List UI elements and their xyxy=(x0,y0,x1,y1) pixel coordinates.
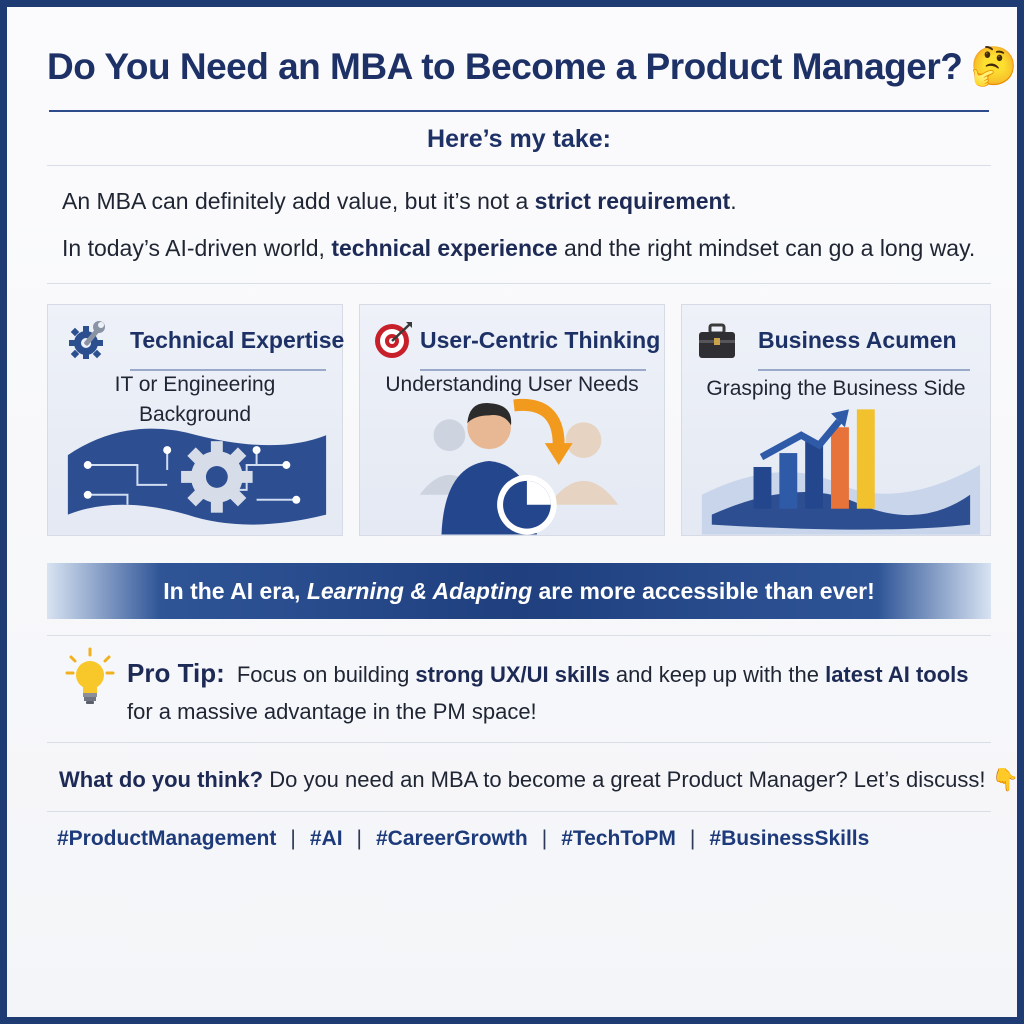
question-emphasis: What do you think? xyxy=(59,767,264,792)
title-divider xyxy=(49,110,989,112)
card-business-acumen: Business Acumen Grasping the Business Si… xyxy=(681,304,991,536)
card-header: Technical Expertise xyxy=(48,319,345,371)
tip-text: Focus on building xyxy=(230,662,416,687)
card-header: Business Acumen xyxy=(682,319,990,371)
intro-text: In today’s AI-driven world, xyxy=(62,235,332,261)
intro-line-1: An MBA can definitely add value, but it’… xyxy=(62,188,737,215)
hashtag[interactable]: #AI xyxy=(309,827,343,850)
divider xyxy=(47,742,991,743)
intro-text: . xyxy=(730,188,737,214)
card-user-centric-thinking: User-Centric Thinking Understanding User… xyxy=(359,304,665,536)
target-icon xyxy=(375,322,412,358)
intro-text: An MBA can definitely add value, but it’… xyxy=(62,188,535,214)
card-title: User-Centric Thinking xyxy=(420,327,661,353)
hashtag-separator: | xyxy=(290,827,296,850)
intro-line-2: In today’s AI-driven world, technical ex… xyxy=(62,235,975,262)
banner-text: are more accessible than ever! xyxy=(532,578,875,604)
hashtag-separator: | xyxy=(356,827,362,850)
hashtag-list: #ProductManagement | #AI | #CareerGrowth | #Te… xyxy=(57,827,869,851)
closing-question: What do you think? Do you need an MBA to… xyxy=(59,767,1019,793)
hashtag[interactable]: #TechToPM xyxy=(561,827,676,850)
tip-emphasis: strong UX/UI skills xyxy=(415,662,610,687)
card-title-underline xyxy=(130,369,326,371)
hashtag[interactable]: #CareerGrowth xyxy=(376,827,528,850)
card-header: User-Centric Thinking xyxy=(360,319,664,371)
subtitle: Here’s my take: xyxy=(427,125,611,153)
banner-text: In the AI era, xyxy=(163,578,307,604)
pro-tip-label: Pro Tip: xyxy=(127,658,225,688)
hashtag[interactable]: #ProductManagement xyxy=(57,827,277,850)
hashtag-separator: | xyxy=(689,827,696,850)
hashtag-separator: | xyxy=(541,827,548,850)
card-subtitle: Background xyxy=(138,403,252,426)
card-technical-expertise: Technical Expertise IT or Engineering Ba… xyxy=(47,304,345,536)
circuit-gear-illustration xyxy=(67,428,327,525)
gear-wrench-icon xyxy=(69,321,105,359)
pointing-down-icon: 👇 xyxy=(991,767,1019,792)
highlight-banner: In the AI era, Learning & Adapting are m… xyxy=(47,563,991,619)
business-growth-chart-illustration xyxy=(701,409,981,535)
tip-emphasis: latest AI tools xyxy=(825,662,969,687)
title-text: Do You Need an MBA to Become a Product M… xyxy=(47,46,963,87)
intro-emphasis: technical experience xyxy=(331,235,558,261)
card-subtitle: Grasping the Business Side xyxy=(706,377,966,400)
banner-emphasis: Learning & Adapting xyxy=(306,578,533,604)
intro-emphasis: strict requirement xyxy=(534,188,731,214)
divider xyxy=(47,165,991,166)
pro-tip-line-1: Pro Tip: Focus on building strong UX/UI … xyxy=(127,658,969,689)
divider xyxy=(47,811,991,812)
divider xyxy=(47,635,991,636)
briefcase-icon xyxy=(699,323,735,358)
user-refresh-illustration xyxy=(419,398,619,535)
intro-text: and the right mindset can go a long way. xyxy=(557,235,976,261)
card-title-underline xyxy=(420,369,646,371)
card-subtitle: Understanding User Needs xyxy=(385,373,639,396)
page-title: Do You Need an MBA to Become a Product M… xyxy=(47,45,1018,89)
card-title: Business Acumen xyxy=(758,327,957,353)
divider xyxy=(47,283,991,284)
hashtag[interactable]: #BusinessSkills xyxy=(709,827,870,850)
card-title-underline xyxy=(758,369,970,371)
card-title: Technical Expertise xyxy=(130,327,345,353)
thinking-face-icon: 🤔 xyxy=(970,46,1018,88)
question-text: Do you need an MBA to become a great Pro… xyxy=(263,767,986,792)
tip-text: and keep up with the xyxy=(609,662,826,687)
pro-tip-line-2: for a massive advantage in the PM space! xyxy=(127,699,537,724)
card-subtitle: IT or Engineering xyxy=(114,373,276,396)
lightbulb-icon xyxy=(65,647,115,704)
